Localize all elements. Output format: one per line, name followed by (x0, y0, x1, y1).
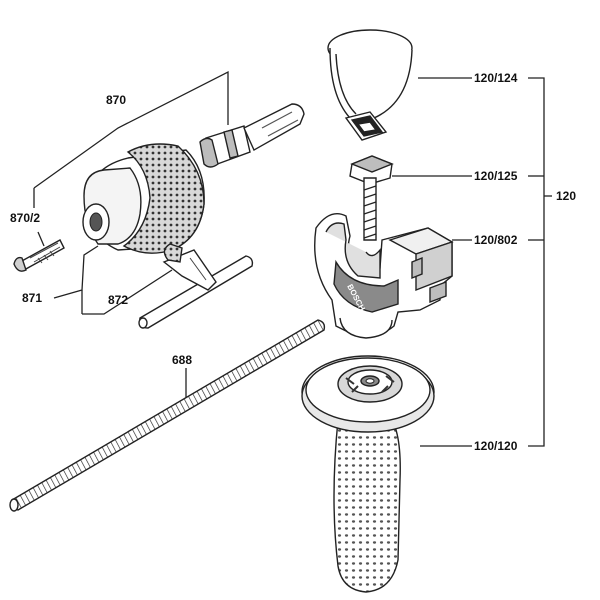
t-bolt-part (349, 155, 394, 241)
grip-handle-part (301, 355, 435, 593)
callout-872: 872 (108, 293, 128, 307)
callout-871: 871 (22, 291, 42, 305)
leader-lines-chuck-group (33, 70, 229, 398)
callout-688: 688 (172, 353, 192, 367)
callout-120: 120 (556, 189, 576, 203)
leader-lines-handle-group (392, 77, 552, 447)
callout-870-2: 870/2 (10, 211, 40, 225)
handle-housing-part: BOSCH (314, 213, 454, 339)
callout-labels: 870 870/2 871 872 688 120/124 120/125 12… (10, 71, 576, 453)
callout-120-124: 120/124 (474, 71, 518, 85)
callout-120-802: 120/802 (474, 233, 518, 247)
callout-870: 870 (106, 93, 126, 107)
drill-chuck-part (82, 103, 305, 254)
callout-120-125: 120/125 (474, 169, 518, 183)
chuck-screw-part (13, 239, 65, 272)
chuck-key-part (138, 243, 254, 329)
clamping-band-part (327, 29, 413, 141)
callout-120-120: 120/120 (474, 439, 518, 453)
depth-stop-rod-part (9, 319, 326, 512)
